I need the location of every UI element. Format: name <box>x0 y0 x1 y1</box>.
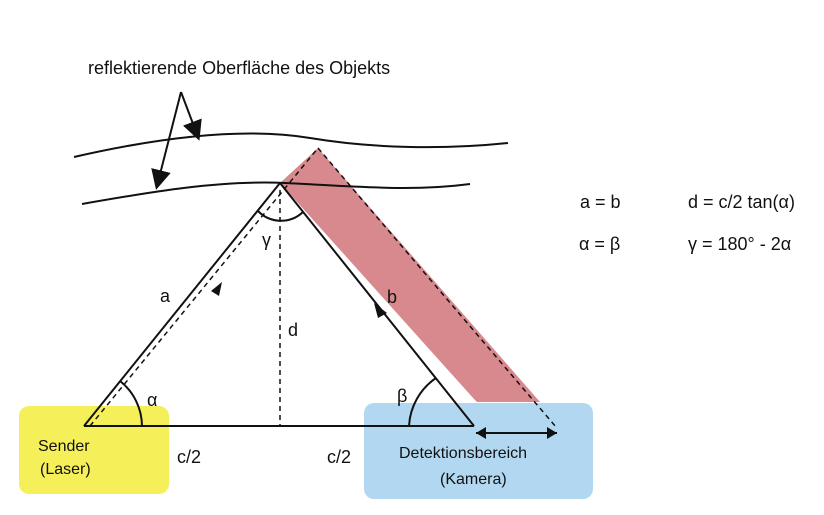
reflected-beam-band <box>280 148 540 402</box>
label-half-left: c/2 <box>177 447 201 467</box>
angle-arc-gamma <box>257 210 304 222</box>
equation-alpha-beta: α = β <box>579 234 620 254</box>
sender-label-line2: (Laser) <box>40 461 91 478</box>
side-a <box>83 182 281 427</box>
detection-arrow-left-head <box>476 427 486 439</box>
label-half-right: c/2 <box>327 447 351 467</box>
label-b: b <box>387 287 397 307</box>
angle-arc-alpha <box>119 380 143 427</box>
arrow-on-b <box>374 303 387 318</box>
equation-d: d = c/2 tan(α) <box>688 192 795 212</box>
surface-curve-lower <box>81 181 471 205</box>
arrow-on-a <box>211 282 222 296</box>
label-beta: β <box>397 386 407 406</box>
angle-arc-beta <box>408 377 437 427</box>
pointer-arrow-lower <box>151 91 182 190</box>
label-d: d <box>288 320 298 340</box>
label-a: a <box>160 286 171 306</box>
sender-box <box>19 406 169 494</box>
detector-label-line1: Detektionsbereich <box>399 445 527 462</box>
detection-arrow-right-head <box>547 427 557 439</box>
label-alpha: α <box>147 390 157 410</box>
pointer-arrow-upper <box>180 91 202 141</box>
equation-gamma: γ = 180° - 2α <box>688 234 791 254</box>
surface-curve-upper <box>73 132 509 158</box>
side-b <box>279 182 475 427</box>
label-gamma: γ <box>262 230 271 250</box>
dashed-beam-right <box>317 147 557 428</box>
surface-label: reflektierende Oberfläche des Objekts <box>88 58 390 78</box>
equation-a-equals-b: a = b <box>580 192 621 212</box>
detector-label-line2: (Kamera) <box>440 471 507 488</box>
sender-label-line1: Sender <box>38 438 90 455</box>
